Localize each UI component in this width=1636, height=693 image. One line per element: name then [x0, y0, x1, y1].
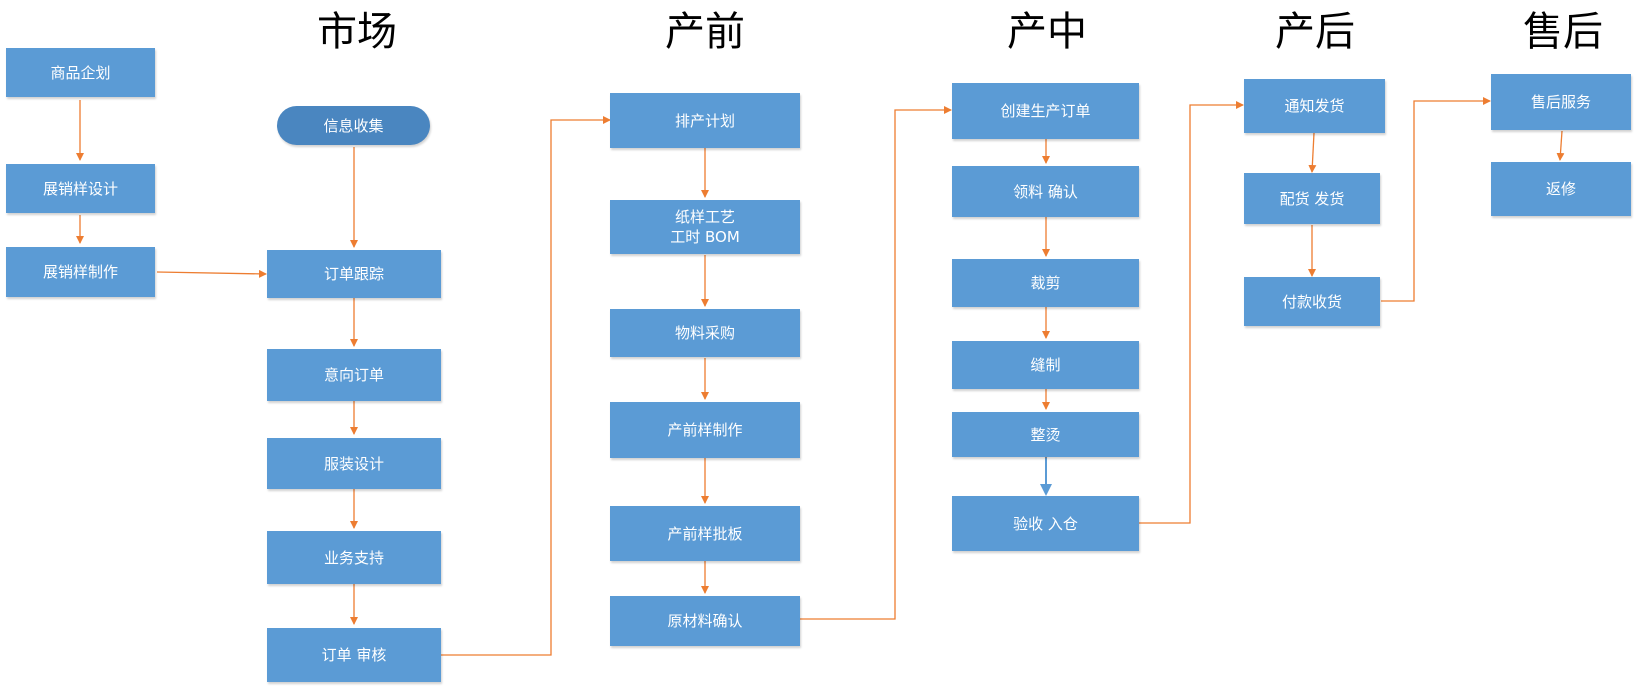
- node-material-purchase: 物料采购: [610, 309, 800, 357]
- node-pp-sample-making: 产前样制作: [610, 402, 800, 458]
- node-material-receive-confirm: 领料 确认: [952, 166, 1139, 217]
- connector-service-to-repair: [1556, 130, 1565, 161]
- node-intent-order: 意向订单: [267, 349, 441, 401]
- node-sample-making: 展销样制作: [6, 247, 155, 297]
- connector-notify-to-distribute: [1308, 132, 1317, 173]
- connector-pay-to-service: [1381, 97, 1491, 302]
- connector-raw-to-create: [800, 106, 952, 620]
- node-create-production-order: 创建生产订单: [952, 83, 1139, 139]
- node-inspection-warehousing: 验收 入仓: [952, 496, 1139, 551]
- node-pp-sample-approval: 产前样批板: [610, 506, 800, 561]
- node-order-review: 订单 审核: [267, 628, 441, 682]
- node-paper-pattern-bom: 纸样工艺 工时 BOM: [610, 200, 800, 254]
- node-repair: 返修: [1491, 162, 1631, 216]
- header-pre-production: 产前: [665, 9, 745, 55]
- node-notify-shipment: 通知发货: [1244, 79, 1385, 133]
- header-market: 市场: [317, 9, 397, 55]
- node-product-planning: 商品企划: [6, 48, 155, 97]
- node-distribute-ship: 配货 发货: [1244, 173, 1380, 224]
- header-post-production: 产后: [1275, 9, 1355, 55]
- node-sewing: 缝制: [952, 341, 1139, 389]
- header-in-production: 产中: [1007, 9, 1087, 55]
- node-ironing: 整烫: [952, 412, 1139, 457]
- node-business-support: 业务支持: [267, 531, 441, 584]
- connector-inspection-to-notify: [1139, 101, 1244, 524]
- node-info-collection: 信息收集: [277, 106, 430, 145]
- connector-review-to-schedule: [441, 116, 611, 656]
- node-after-sales-service: 售后服务: [1491, 74, 1631, 130]
- node-payment-receipt: 付款收货: [1244, 277, 1380, 326]
- node-order-tracking: 订单跟踪: [267, 250, 441, 298]
- header-after-sales: 售后: [1523, 9, 1603, 55]
- node-sample-design: 展销样设计: [6, 164, 155, 213]
- node-raw-material-confirm: 原材料确认: [610, 596, 800, 646]
- node-production-schedule: 排产计划: [610, 93, 800, 148]
- node-cutting: 裁剪: [952, 259, 1139, 307]
- node-garment-design: 服装设计: [267, 438, 441, 489]
- connector-making-to-tracking: [156, 269, 267, 278]
